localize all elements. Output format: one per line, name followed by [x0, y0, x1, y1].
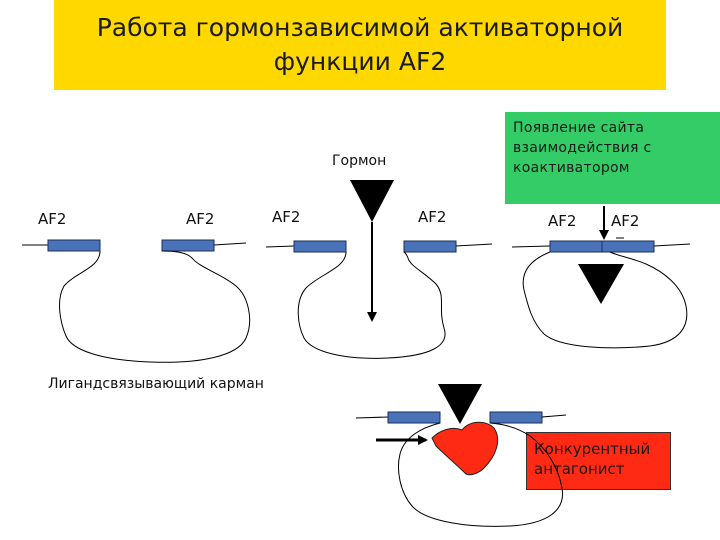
af2-label-2: AF2	[186, 210, 215, 228]
hormone-triangle	[438, 384, 482, 424]
af2-label-3: AF2	[272, 208, 301, 226]
af2-helix-bar	[549, 240, 603, 253]
helix-line	[541, 414, 567, 418]
title-banner: Работа гормонзависимой активаторной функ…	[54, 0, 666, 90]
pocket-outline	[59, 250, 251, 363]
af2-helix-bar	[47, 239, 101, 252]
pocket-label: Лигандсвязывающий карман	[48, 376, 264, 392]
af2-helix-bar	[161, 239, 215, 252]
helix-line	[265, 245, 295, 248]
af2-helix-bar	[403, 240, 457, 253]
af2-label-1: AF2	[38, 210, 67, 228]
pocket-outline	[522, 251, 688, 349]
helix-line	[455, 243, 493, 247]
coactivator-site-note: Появление сайта взаимодействия с коактив…	[505, 112, 720, 204]
helix-line	[511, 245, 551, 248]
page-title: Работа гормонзависимой активаторной функ…	[96, 13, 624, 76]
receptor-hormone-bound	[511, 206, 691, 349]
helix-line	[213, 242, 247, 246]
antagonist-label: Конкурентный антагонист	[526, 432, 671, 490]
receptor-antagonist	[355, 384, 567, 527]
af2-label-4: AF2	[418, 208, 447, 226]
hormone-label: Гормон	[332, 153, 387, 169]
af2-helix-bar	[601, 240, 655, 253]
antagonist-heart	[431, 421, 499, 476]
pocket-outline	[398, 422, 564, 527]
af2-helix-bar	[293, 240, 347, 253]
af2-helix-bar	[489, 411, 543, 424]
af2-helix-bar	[387, 411, 441, 424]
pocket-outline	[297, 251, 446, 359]
helix-line	[355, 416, 389, 419]
hormone-triangle	[578, 264, 624, 304]
af2-label-6: AF2	[611, 212, 640, 230]
receptor-hormone-entry	[265, 180, 493, 359]
af2-label-5: AF2	[548, 212, 577, 230]
receptor-empty	[22, 239, 251, 363]
helix-line	[653, 243, 691, 247]
hormone-triangle	[350, 180, 394, 222]
